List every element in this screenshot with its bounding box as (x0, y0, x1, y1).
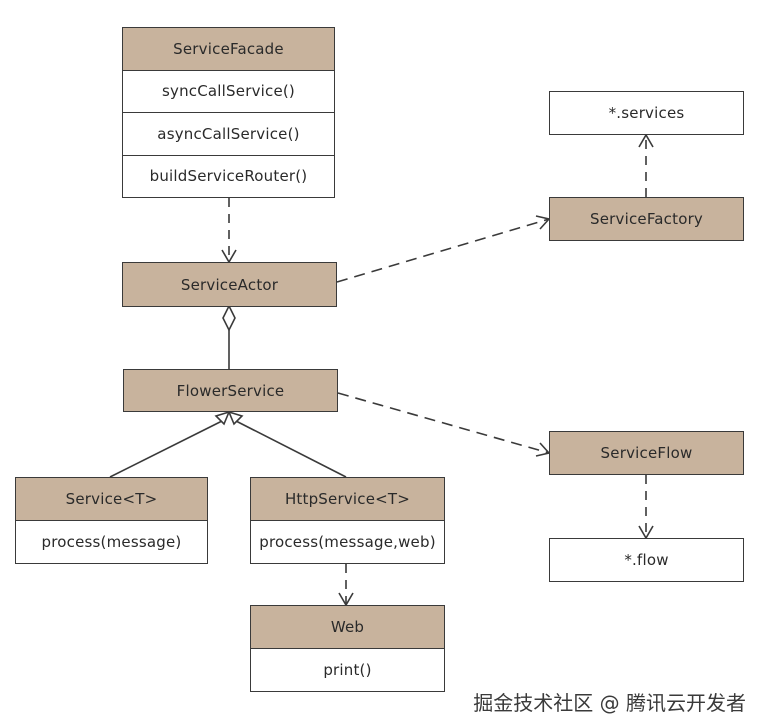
class-name: ServiceFactory (550, 198, 743, 240)
dependency-actor-to-factory (336, 215, 551, 283)
aggregation-actor-flower (222, 304, 236, 369)
class-name: Web (251, 606, 444, 648)
class-flower-service: FlowerService (123, 369, 338, 412)
dependency-facade-to-actor (221, 198, 237, 264)
class-flow-file: *.flow (549, 538, 744, 582)
method: asyncCallService() (123, 112, 334, 155)
class-name: ServiceFlow (550, 432, 743, 474)
class-name: HttpService<T> (251, 478, 444, 520)
class-name: *.services (608, 104, 685, 122)
class-name: ServiceFacade (123, 28, 334, 70)
class-service-flow: ServiceFlow (549, 431, 744, 475)
class-service-facade: ServiceFacade syncCallService() asyncCal… (122, 27, 335, 198)
class-web: Web print() (250, 605, 445, 692)
dependency-flower-to-flow (337, 392, 551, 457)
dependency-factory-to-services (638, 133, 654, 197)
class-service-actor: ServiceActor (122, 262, 337, 307)
method: print() (251, 648, 444, 691)
class-name: *.flow (624, 551, 669, 569)
method: process(message,web) (251, 520, 444, 563)
method: buildServiceRouter() (123, 154, 334, 198)
class-name: ServiceActor (123, 263, 336, 306)
inheritance-http-to-flower (227, 410, 347, 478)
method: syncCallService() (123, 69, 334, 113)
inheritance-service-to-flower (109, 410, 231, 478)
class-service-factory: ServiceFactory (549, 197, 744, 241)
dependency-flow-to-flowfile (638, 475, 654, 540)
watermark: 掘金技术社区 @ 腾讯云开发者 (473, 691, 746, 715)
class-name: Service<T> (16, 478, 207, 520)
method: process(message) (16, 520, 207, 563)
class-http-service-t: HttpService<T> process(message,web) (250, 477, 445, 564)
class-name: FlowerService (124, 370, 337, 411)
class-services-file: *.services (549, 91, 744, 135)
class-service-t: Service<T> process(message) (15, 477, 208, 564)
dependency-http-to-web (338, 564, 354, 607)
